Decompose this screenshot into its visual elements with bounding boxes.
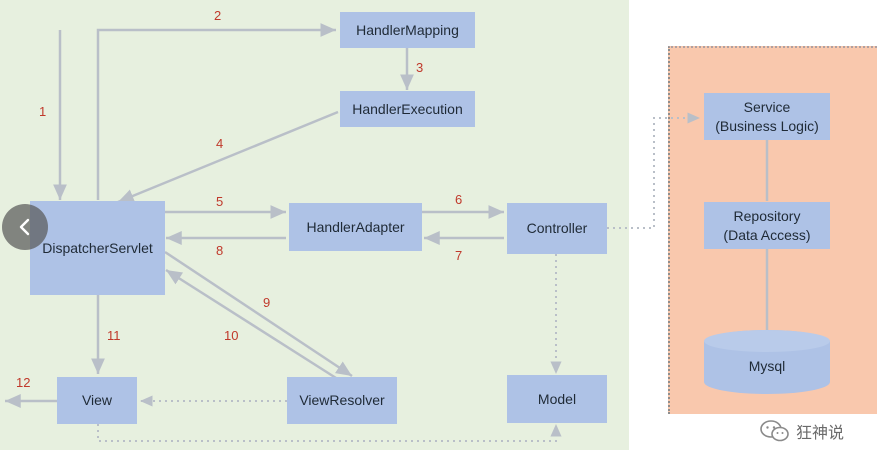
- edge-9: [164, 250, 353, 378]
- edge-controller-service: [607, 112, 700, 229]
- edge-4: [117, 110, 339, 204]
- node-viewresolver-label: ViewResolver: [299, 392, 385, 409]
- node-model-label: Model: [537, 390, 577, 407]
- node-service-sublabel: (Business Logic): [715, 117, 819, 134]
- node-view-label: View: [81, 392, 113, 409]
- node-dispatcherservlet: DispatcherServlet: [30, 201, 165, 295]
- node-mysql: Mysql: [704, 330, 830, 394]
- node-handlerexecution-label: HandlerExecution: [352, 100, 463, 117]
- step-label-7: 7: [455, 248, 463, 263]
- step-label-2: 2: [214, 8, 222, 23]
- edge-10: [165, 268, 337, 380]
- step-label-5: 5: [216, 194, 224, 209]
- node-service-label: Service: [743, 98, 791, 115]
- node-view: View: [57, 377, 137, 424]
- node-dispatcherservlet-label: DispatcherServlet: [42, 239, 153, 256]
- node-handlermapping: HandlerMapping: [340, 12, 475, 48]
- prev-button[interactable]: [2, 204, 48, 250]
- edge-2: [96, 23, 336, 200]
- step-label-1: 1: [39, 104, 47, 119]
- step-label-12: 12: [16, 375, 31, 390]
- node-controller: Controller: [507, 203, 607, 254]
- node-handlermapping-label: HandlerMapping: [356, 21, 459, 38]
- node-mysql-label: Mysql: [748, 358, 786, 374]
- node-model: Model: [507, 375, 607, 423]
- node-repository: Repository (Data Access): [704, 202, 830, 249]
- node-viewresolver: ViewResolver: [287, 377, 397, 424]
- step-label-3: 3: [416, 60, 424, 75]
- watermark: 狂神说: [760, 419, 844, 443]
- wechat-icon: [760, 420, 789, 442]
- node-handlerexecution: HandlerExecution: [340, 91, 475, 127]
- node-repository-label: Repository: [733, 207, 801, 224]
- chevron-left-icon: [19, 218, 30, 236]
- step-label-10: 10: [224, 328, 239, 343]
- edge-view-model: [97, 424, 562, 442]
- step-label-4: 4: [216, 136, 224, 151]
- node-controller-label: Controller: [526, 220, 588, 237]
- step-label-11: 11: [107, 328, 121, 343]
- node-service: Service (Business Logic): [704, 93, 830, 140]
- node-repository-sublabel: (Data Access): [723, 226, 811, 243]
- step-label-8: 8: [216, 243, 224, 258]
- node-handleradapter: HandlerAdapter: [289, 203, 422, 251]
- step-label-6: 6: [455, 192, 463, 207]
- watermark-text: 狂神说: [796, 425, 845, 442]
- node-handleradapter-label: HandlerAdapter: [306, 218, 405, 235]
- step-label-9: 9: [263, 295, 271, 310]
